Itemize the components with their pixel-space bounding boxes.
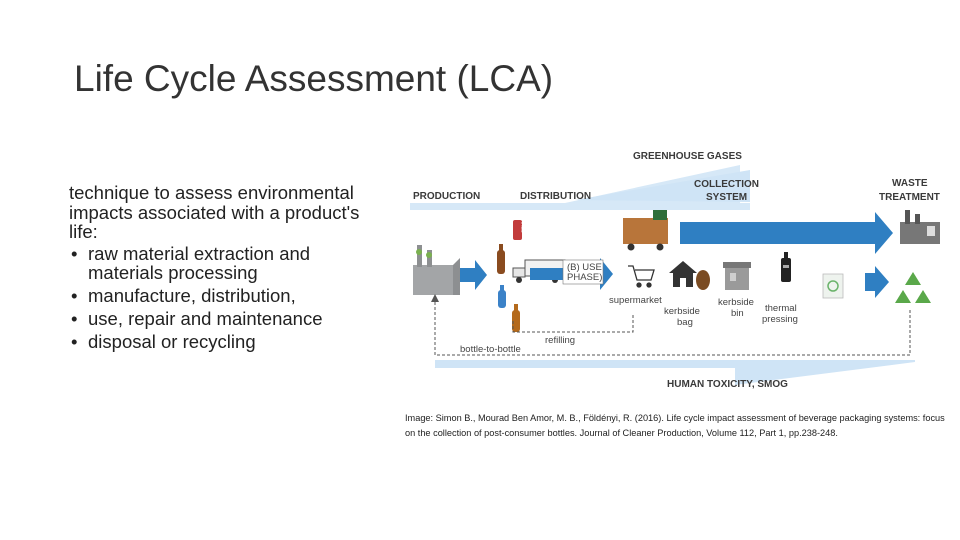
use-phase-box <box>562 259 604 285</box>
bullet-item: • raw material extraction and materials p… <box>69 242 369 283</box>
kerbside-bin-label-1: kerbside <box>718 297 754 308</box>
bullet-marker: • <box>71 285 78 306</box>
to-recycling-arrow <box>865 266 889 298</box>
collection-to-waste-arrow <box>680 212 893 254</box>
bullet-marker: • <box>71 331 78 352</box>
recycle-icon <box>895 272 931 303</box>
bullet-text: raw material extraction and materials pr… <box>88 242 311 283</box>
greenhouse-gases-arrow-head <box>575 170 750 202</box>
human-toxicity-arrow <box>435 360 915 385</box>
bullet-item: • manufacture, distribution, <box>69 286 369 306</box>
waste-treatment-label-1: WASTE <box>892 178 928 189</box>
kerbside-bag-icon <box>696 270 710 290</box>
supermarket-label: supermarket <box>609 295 662 306</box>
house-icon <box>669 261 697 287</box>
cola-can-label: COLA <box>520 221 525 232</box>
bullet-text: manufacture, distribution, <box>88 285 296 306</box>
refilling-label: refilling <box>545 335 575 346</box>
thermal-pressing-label-1: thermal <box>765 303 797 314</box>
kerbside-bag-label-1: kerbside <box>664 306 700 317</box>
bullet-text: use, repair and maintenance <box>88 308 323 329</box>
kerbside-bag-label-2: bag <box>677 317 693 328</box>
bullet-marker: • <box>71 242 78 264</box>
bottles-icon: COLA <box>497 220 525 332</box>
distribution-label: DISTRIBUTION <box>520 191 591 202</box>
use-phase-label-1: (B) USE <box>567 262 602 273</box>
bottle-to-bottle-arrowhead <box>431 294 439 302</box>
bottle-to-bottle-loop-line <box>434 300 911 356</box>
recycle-bin-icon <box>822 273 844 299</box>
bottle-to-bottle-label: bottle-to-bottle <box>460 344 521 355</box>
bullet-item: • disposal or recycling <box>69 332 369 352</box>
collection-system-label-1: COLLECTION <box>694 179 759 190</box>
bullet-item: • use, repair and maintenance <box>69 309 369 329</box>
refilling-loop-line <box>512 315 634 333</box>
waste-treatment-label-2: TREATMENT <box>879 192 940 203</box>
kerbside-bin-icon <box>723 262 751 290</box>
image-citation: Image: Simon B., Mourad Ben Amor, M. B.,… <box>405 413 945 438</box>
use-phase-label-2: PHASE) <box>567 272 602 283</box>
collection-system-label-2: SYSTEM <box>706 192 747 203</box>
human-toxicity-label: HUMAN TOXICITY, SMOG <box>667 379 788 390</box>
bullet-list: • raw material extraction and materials p… <box>69 242 369 352</box>
garbage-truck-icon <box>623 210 668 251</box>
production-arrow <box>460 260 487 290</box>
thermal-press-icon <box>781 252 791 282</box>
kerbside-bin-label-2: bin <box>731 308 744 319</box>
production-label: PRODUCTION <box>413 191 480 202</box>
bullet-marker: • <box>71 308 78 329</box>
shopping-cart-icon <box>628 265 655 288</box>
thermal-pressing-label-2: pressing <box>762 314 798 325</box>
intro-text: technique to assess environmental impact… <box>69 182 360 242</box>
bullet-text: disposal or recycling <box>88 331 256 352</box>
lca-diagram: GREENHOUSE GASES PRODUCTION DISTRIBUTION… <box>410 151 940 390</box>
factory-icon <box>413 245 460 295</box>
slide-body: technique to assess environmental impact… <box>69 183 369 355</box>
greenhouse-gases-label: GREENHOUSE GASES <box>633 151 742 162</box>
slide-title: Life Cycle Assessment (LCA) <box>74 58 554 99</box>
waste-plant-icon <box>900 210 940 244</box>
